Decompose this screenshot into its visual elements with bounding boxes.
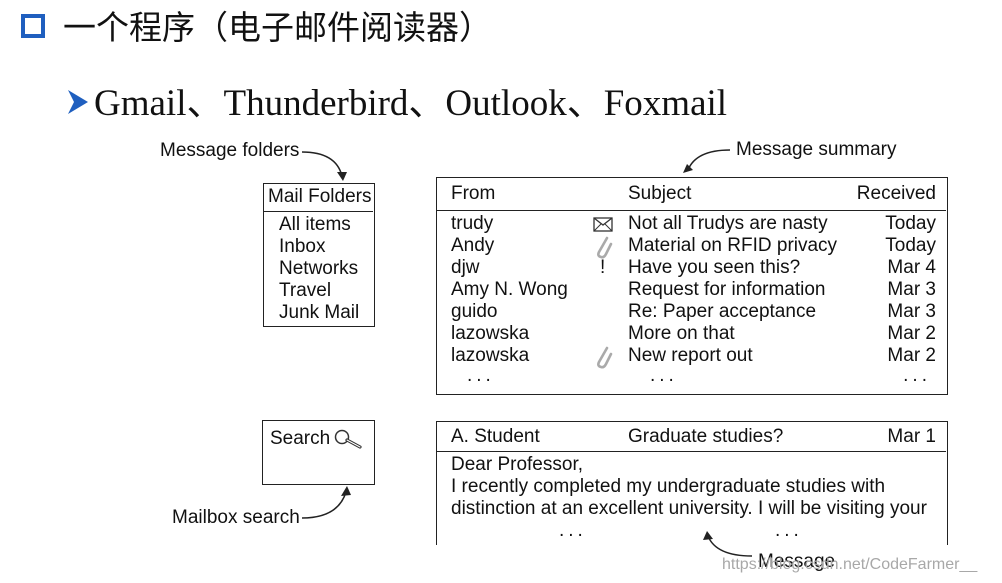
column-header-from[interactable]: From: [451, 183, 496, 204]
message-ellipsis: ...: [775, 520, 803, 541]
annotation-mailbox-search: Mailbox search: [172, 507, 300, 528]
paperclip-icon: [597, 346, 613, 369]
folder-item-networks[interactable]: Networks: [279, 258, 359, 279]
ellipsis-from: ...: [467, 365, 495, 386]
row-subject: Material on RFID privacy: [628, 235, 838, 256]
row-from: trudy: [451, 213, 494, 234]
row-subject: Not all Trudys are nasty: [628, 213, 828, 234]
message-date: Mar 1: [887, 426, 936, 447]
magnifier-icon: [334, 429, 362, 449]
ellipsis-received: ...: [903, 365, 931, 386]
row-from: lazowska: [451, 323, 530, 344]
row-received: Mar 3: [887, 279, 936, 300]
search-label: Search: [270, 428, 331, 449]
annotation-message: Message: [758, 551, 836, 572]
mail-folders-header: Mail Folders: [268, 186, 372, 207]
envelope-icon: [593, 217, 613, 232]
message-body-line: Dear Professor,: [451, 454, 583, 475]
title-square-bullet-icon: [21, 14, 45, 38]
row-received: Mar 2: [887, 345, 936, 366]
row-received: Mar 4: [887, 257, 936, 278]
message-ellipsis: ...: [559, 520, 587, 541]
row-subject: Request for information: [628, 279, 826, 300]
page-title: 一个程序（电子邮件阅读器）: [63, 8, 492, 47]
row-received: Mar 2: [887, 323, 936, 344]
message-from: A. Student: [451, 426, 540, 447]
arrow-summary: [687, 149, 731, 171]
row-subject: Have you seen this?: [628, 257, 801, 278]
message-body-line: distinction at an excellent university. …: [451, 498, 927, 519]
column-header-subject[interactable]: Subject: [628, 183, 692, 204]
row-from: Andy: [451, 235, 495, 256]
ellipsis-subject: ...: [650, 365, 678, 386]
arrow-search: [301, 491, 347, 519]
message-panel: A. Student Graduate studies? Mar 1 Dear …: [436, 421, 948, 545]
mailbox-search-panel[interactable]: Search: [262, 420, 375, 485]
folder-item-travel[interactable]: Travel: [279, 280, 332, 301]
row-received: Today: [885, 235, 936, 256]
message-summary-panel: From Subject Received trudy Not all Trud…: [436, 177, 948, 395]
arrow-folders: [301, 151, 343, 177]
row-subject: More on that: [628, 323, 735, 344]
row-received: Mar 3: [887, 301, 936, 322]
folder-item-all-items[interactable]: All items: [279, 214, 351, 235]
row-subject: New report out: [628, 345, 753, 366]
message-subject: Graduate studies?: [628, 426, 784, 447]
column-header-received[interactable]: Received: [856, 183, 936, 204]
folder-item-junk-mail[interactable]: Junk Mail: [279, 302, 360, 323]
row-from: guido: [451, 301, 498, 322]
mail-folders-panel: Mail Folders All items Inbox Networks Tr…: [263, 183, 375, 327]
row-subject: Re: Paper acceptance: [628, 301, 817, 322]
subtitle: Gmail、Thunderbird、Outlook、Foxmail: [94, 83, 728, 124]
row-from: lazowska: [451, 345, 530, 366]
row-from: Amy N. Wong: [451, 279, 568, 300]
watermark: https://blog.csdn.net/CodeFarmer__: [722, 556, 978, 573]
message-body-line: I recently completed my undergraduate st…: [451, 476, 886, 497]
row-from: djw: [451, 257, 480, 278]
row-received: Today: [885, 213, 936, 234]
exclamation-icon: !: [600, 257, 606, 278]
annotation-message-summary: Message summary: [736, 139, 897, 160]
paperclip-icon: [597, 236, 613, 259]
arrow-bullet-icon: [68, 90, 88, 114]
folder-item-inbox[interactable]: Inbox: [279, 236, 326, 257]
annotation-message-folders: Message folders: [160, 140, 300, 161]
